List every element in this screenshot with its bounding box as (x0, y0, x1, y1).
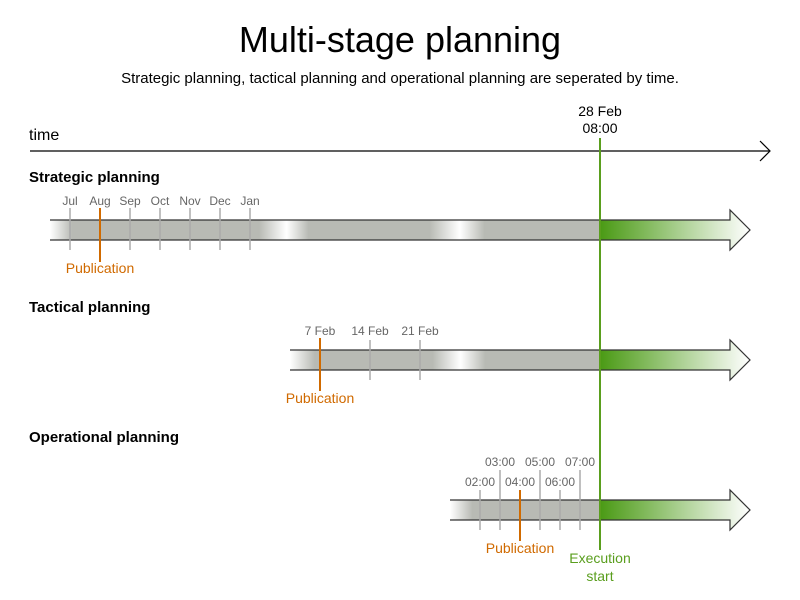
tick-label: Dec (209, 194, 230, 208)
tick-label: Sep (119, 194, 141, 208)
page-title: Multi-stage planning (239, 19, 561, 60)
operational-arrow-outline (450, 488, 751, 532)
strategic-future-arrow (600, 210, 750, 250)
time-axis: time (29, 127, 771, 162)
tactical-arrow-outline (290, 338, 751, 382)
tick-label: 21 Feb (401, 324, 439, 338)
tick-label: 02:00 (465, 475, 495, 489)
tick-label: 03:00 (485, 455, 515, 469)
tick-label: 07:00 (565, 455, 595, 469)
strategic-ticks: Jul Aug Sep Oct Nov Dec Jan (62, 194, 260, 262)
tactical-section: Tactical planning 7 Feb 14 Feb 21 Feb Pu… (29, 299, 751, 406)
execution-label-line1: Execution (569, 550, 630, 566)
tick-label: 04:00 (505, 475, 535, 489)
tactical-ticks: 7 Feb 14 Feb 21 Feb (305, 324, 439, 391)
tick-label: Jan (240, 194, 259, 208)
page-subtitle: Strategic planning, tactical planning an… (121, 70, 679, 87)
operational-past-bar (450, 500, 600, 520)
tick-label: Nov (179, 194, 200, 208)
section-label-tactical: Tactical planning (29, 299, 150, 316)
time-axis-arrowhead (759, 140, 771, 162)
publication-label-tactical: Publication (286, 390, 355, 406)
strategic-past-bar (50, 220, 600, 240)
tick-label: 06:00 (545, 475, 575, 489)
operational-future-arrow (600, 490, 750, 530)
tick-label: Jul (62, 194, 77, 208)
tick-label: Aug (89, 194, 110, 208)
strategic-arrow-outline (50, 208, 751, 252)
tick-label: 05:00 (525, 455, 555, 469)
section-label-operational: Operational planning (29, 429, 179, 446)
execution-label-line2: start (586, 568, 613, 584)
operational-section: Operational planning 03:00 05:00 07:00 0… (29, 429, 751, 556)
time-axis-label: time (29, 127, 59, 144)
execution-date: 28 Feb (578, 103, 622, 119)
publication-label-operational: Publication (486, 540, 555, 556)
publication-label-strategic: Publication (66, 260, 135, 276)
tactical-past-bar (290, 350, 600, 370)
execution-time: 08:00 (582, 120, 617, 136)
tick-label: Oct (151, 194, 170, 208)
tactical-future-arrow (600, 340, 750, 380)
tick-label: 14 Feb (351, 324, 389, 338)
strategic-section: Strategic planning Jul Aug Sep Oct Nov D… (29, 169, 751, 276)
operational-ticks: 03:00 05:00 07:00 02:00 04:00 06:00 (465, 455, 595, 541)
tick-label: 7 Feb (305, 324, 336, 338)
section-label-strategic: Strategic planning (29, 169, 160, 186)
